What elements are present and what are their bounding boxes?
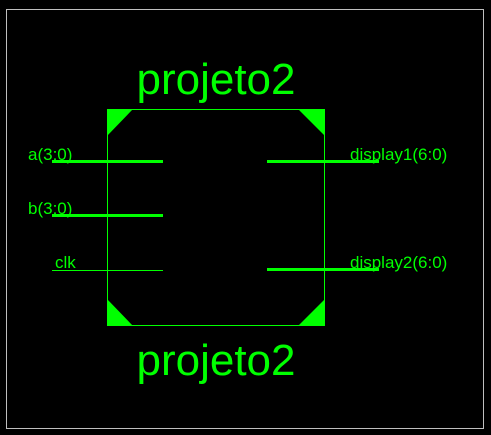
corner-bottom-right-marker [298,299,325,326]
corner-bottom-left-marker [107,299,133,326]
port-display1-label: display1(6:0) [350,145,447,164]
sheet-frame [6,9,484,429]
port-b-label: b(3:0) [28,199,72,218]
symbol-body[interactable] [107,109,325,326]
corner-top-right-marker [298,109,325,136]
port-display2-label: display2(6:0) [350,253,447,272]
port-clk-label: clk [55,253,76,272]
port-a-label: a(3:0) [28,145,72,164]
symbol-name-bottom: projeto2 [136,336,295,385]
symbol-name-top: projeto2 [136,55,295,104]
corner-top-left-marker [107,109,133,136]
